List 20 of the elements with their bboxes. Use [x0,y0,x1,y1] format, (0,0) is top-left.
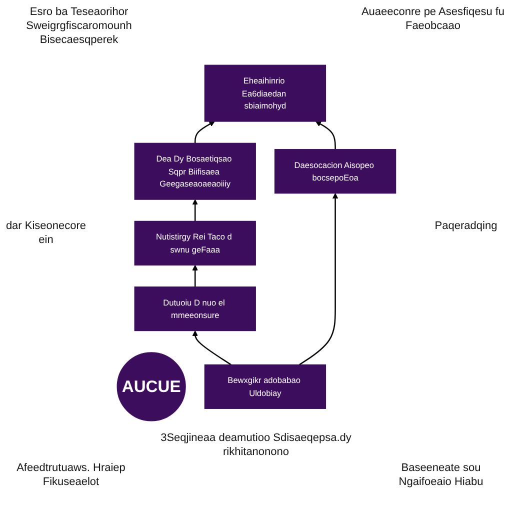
arrow [192,199,198,222]
arrow [192,330,231,366]
arrow [194,121,214,144]
node-box: Bewxgikr adobabao Uldobiay [204,364,326,409]
node-box: Dea Dy Bosaetiqsao Sqpr Biifisaea Geegaseaoaeaoiiiy [134,142,256,200]
annotation-text: dar Kiseonecore ein [4,220,88,248]
node-box: Nutistirgy Rei Taco d swnu geFaaa [134,220,256,266]
node-box: Daesocacion Aisopeo bocsepoEoa [274,149,396,194]
annotation-text: Auaeeconre pe Asesfiqesu fu Faeobcaao [360,6,506,34]
node-box: Eheaihinrio Ea6diaedan sbiaimohyd [204,64,326,122]
arrow [192,264,198,287]
annotation-text: Baseeneate sou Ngaifoeaio Hiabu [398,462,484,490]
annotation-text: 3Seqjineaa deamutioo Sdisaeqepsa.dy rikhitanonono [160,432,352,460]
arrow [298,193,338,366]
annotation-text: Afeedtrutuaws. Hraiep Fikuseaelot [16,462,126,490]
node-circle: AUCUE [116,352,186,422]
node-box: Dutuoiu D nuo el mmeeonsure [134,286,256,332]
arrow [315,121,336,150]
annotation-text: Esro ba Teseaorihor Sweigrgfiscaromounh Bisecaesqperek [25,6,133,48]
annotation-text: Paqeradqing [434,220,498,234]
